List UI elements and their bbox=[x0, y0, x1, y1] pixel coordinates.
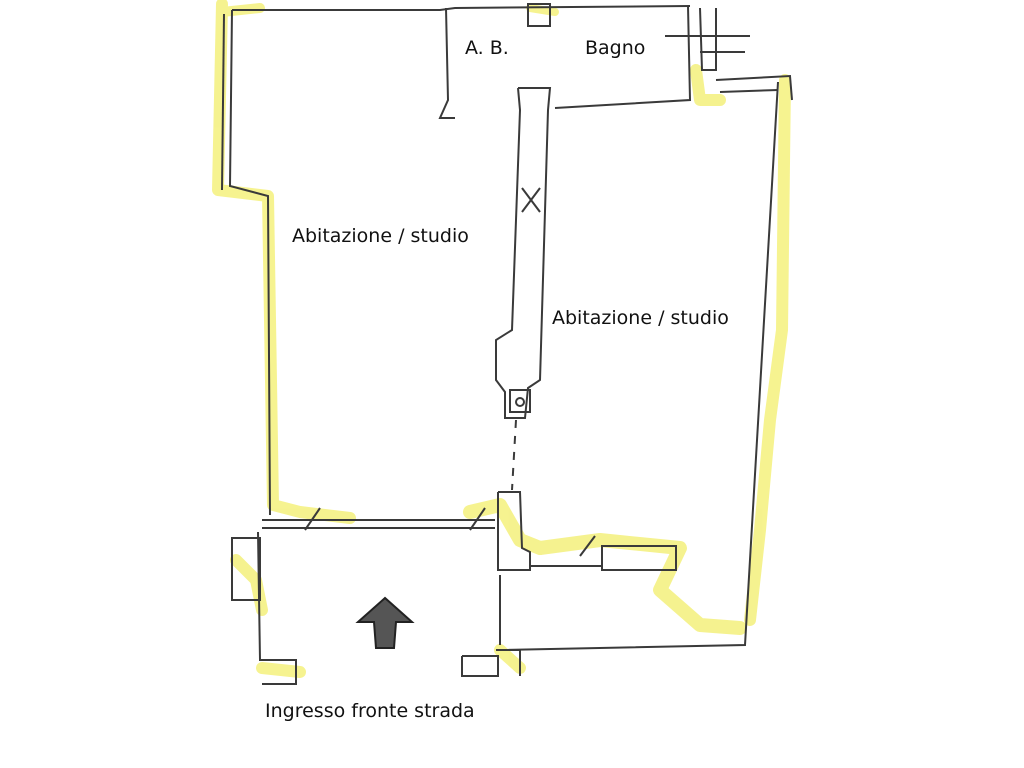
room-label-ab: A. B. bbox=[465, 37, 509, 59]
walls bbox=[221, 3, 793, 685]
up-arrow-icon bbox=[355, 596, 415, 649]
highlight-marks bbox=[212, 0, 791, 678]
room-label-right-living: Abitazione / studio bbox=[552, 307, 729, 329]
room-label-bagno: Bagno bbox=[585, 37, 646, 59]
entrance-label: Ingresso fronte strada bbox=[265, 700, 475, 722]
room-label-left-living: Abitazione / studio bbox=[292, 225, 469, 247]
